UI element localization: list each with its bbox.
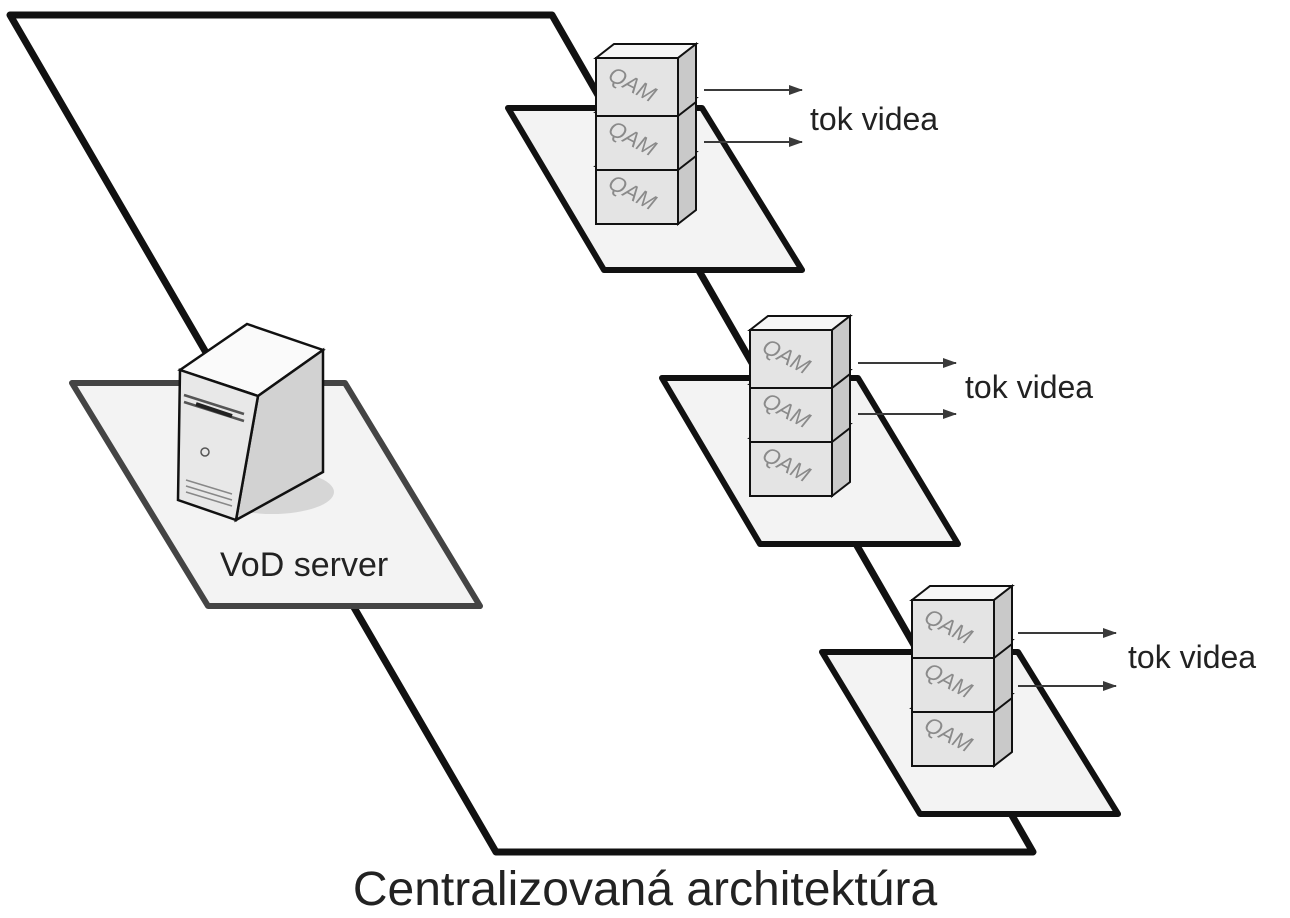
- hub-1: tok videa: [505, 43, 938, 273]
- stream-label: tok videa: [810, 101, 938, 137]
- hub-3: tok videa: [819, 585, 1256, 817]
- qam-unit: [911, 585, 1013, 659]
- stream-label: tok videa: [1128, 639, 1256, 675]
- qam-unit: [749, 315, 851, 389]
- server-label: VoD server: [220, 546, 388, 584]
- server-tower-icon: [176, 322, 334, 523]
- stream-label: tok videa: [965, 369, 1093, 405]
- qam-unit: [595, 43, 697, 117]
- hub-2: tok videa: [659, 315, 1093, 547]
- diagram-caption: Centralizovaná architektúra: [353, 863, 938, 916]
